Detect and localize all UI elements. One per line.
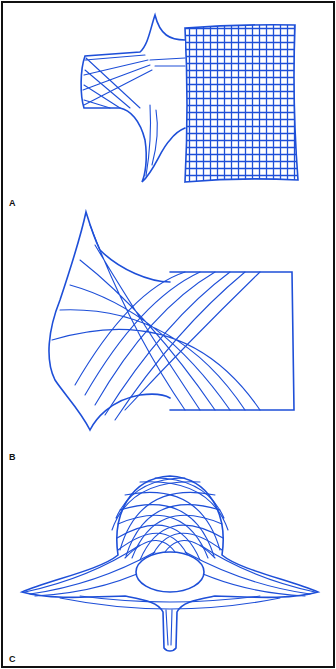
vertebra-lateral-grid: [81, 15, 298, 182]
figure-letter: C: [9, 655, 16, 664]
vertebra-lateral-arcs: [49, 212, 294, 430]
vertebra-axial: [22, 476, 318, 651]
figure-letter: B: [9, 453, 16, 462]
figure-letter: A: [9, 199, 16, 208]
